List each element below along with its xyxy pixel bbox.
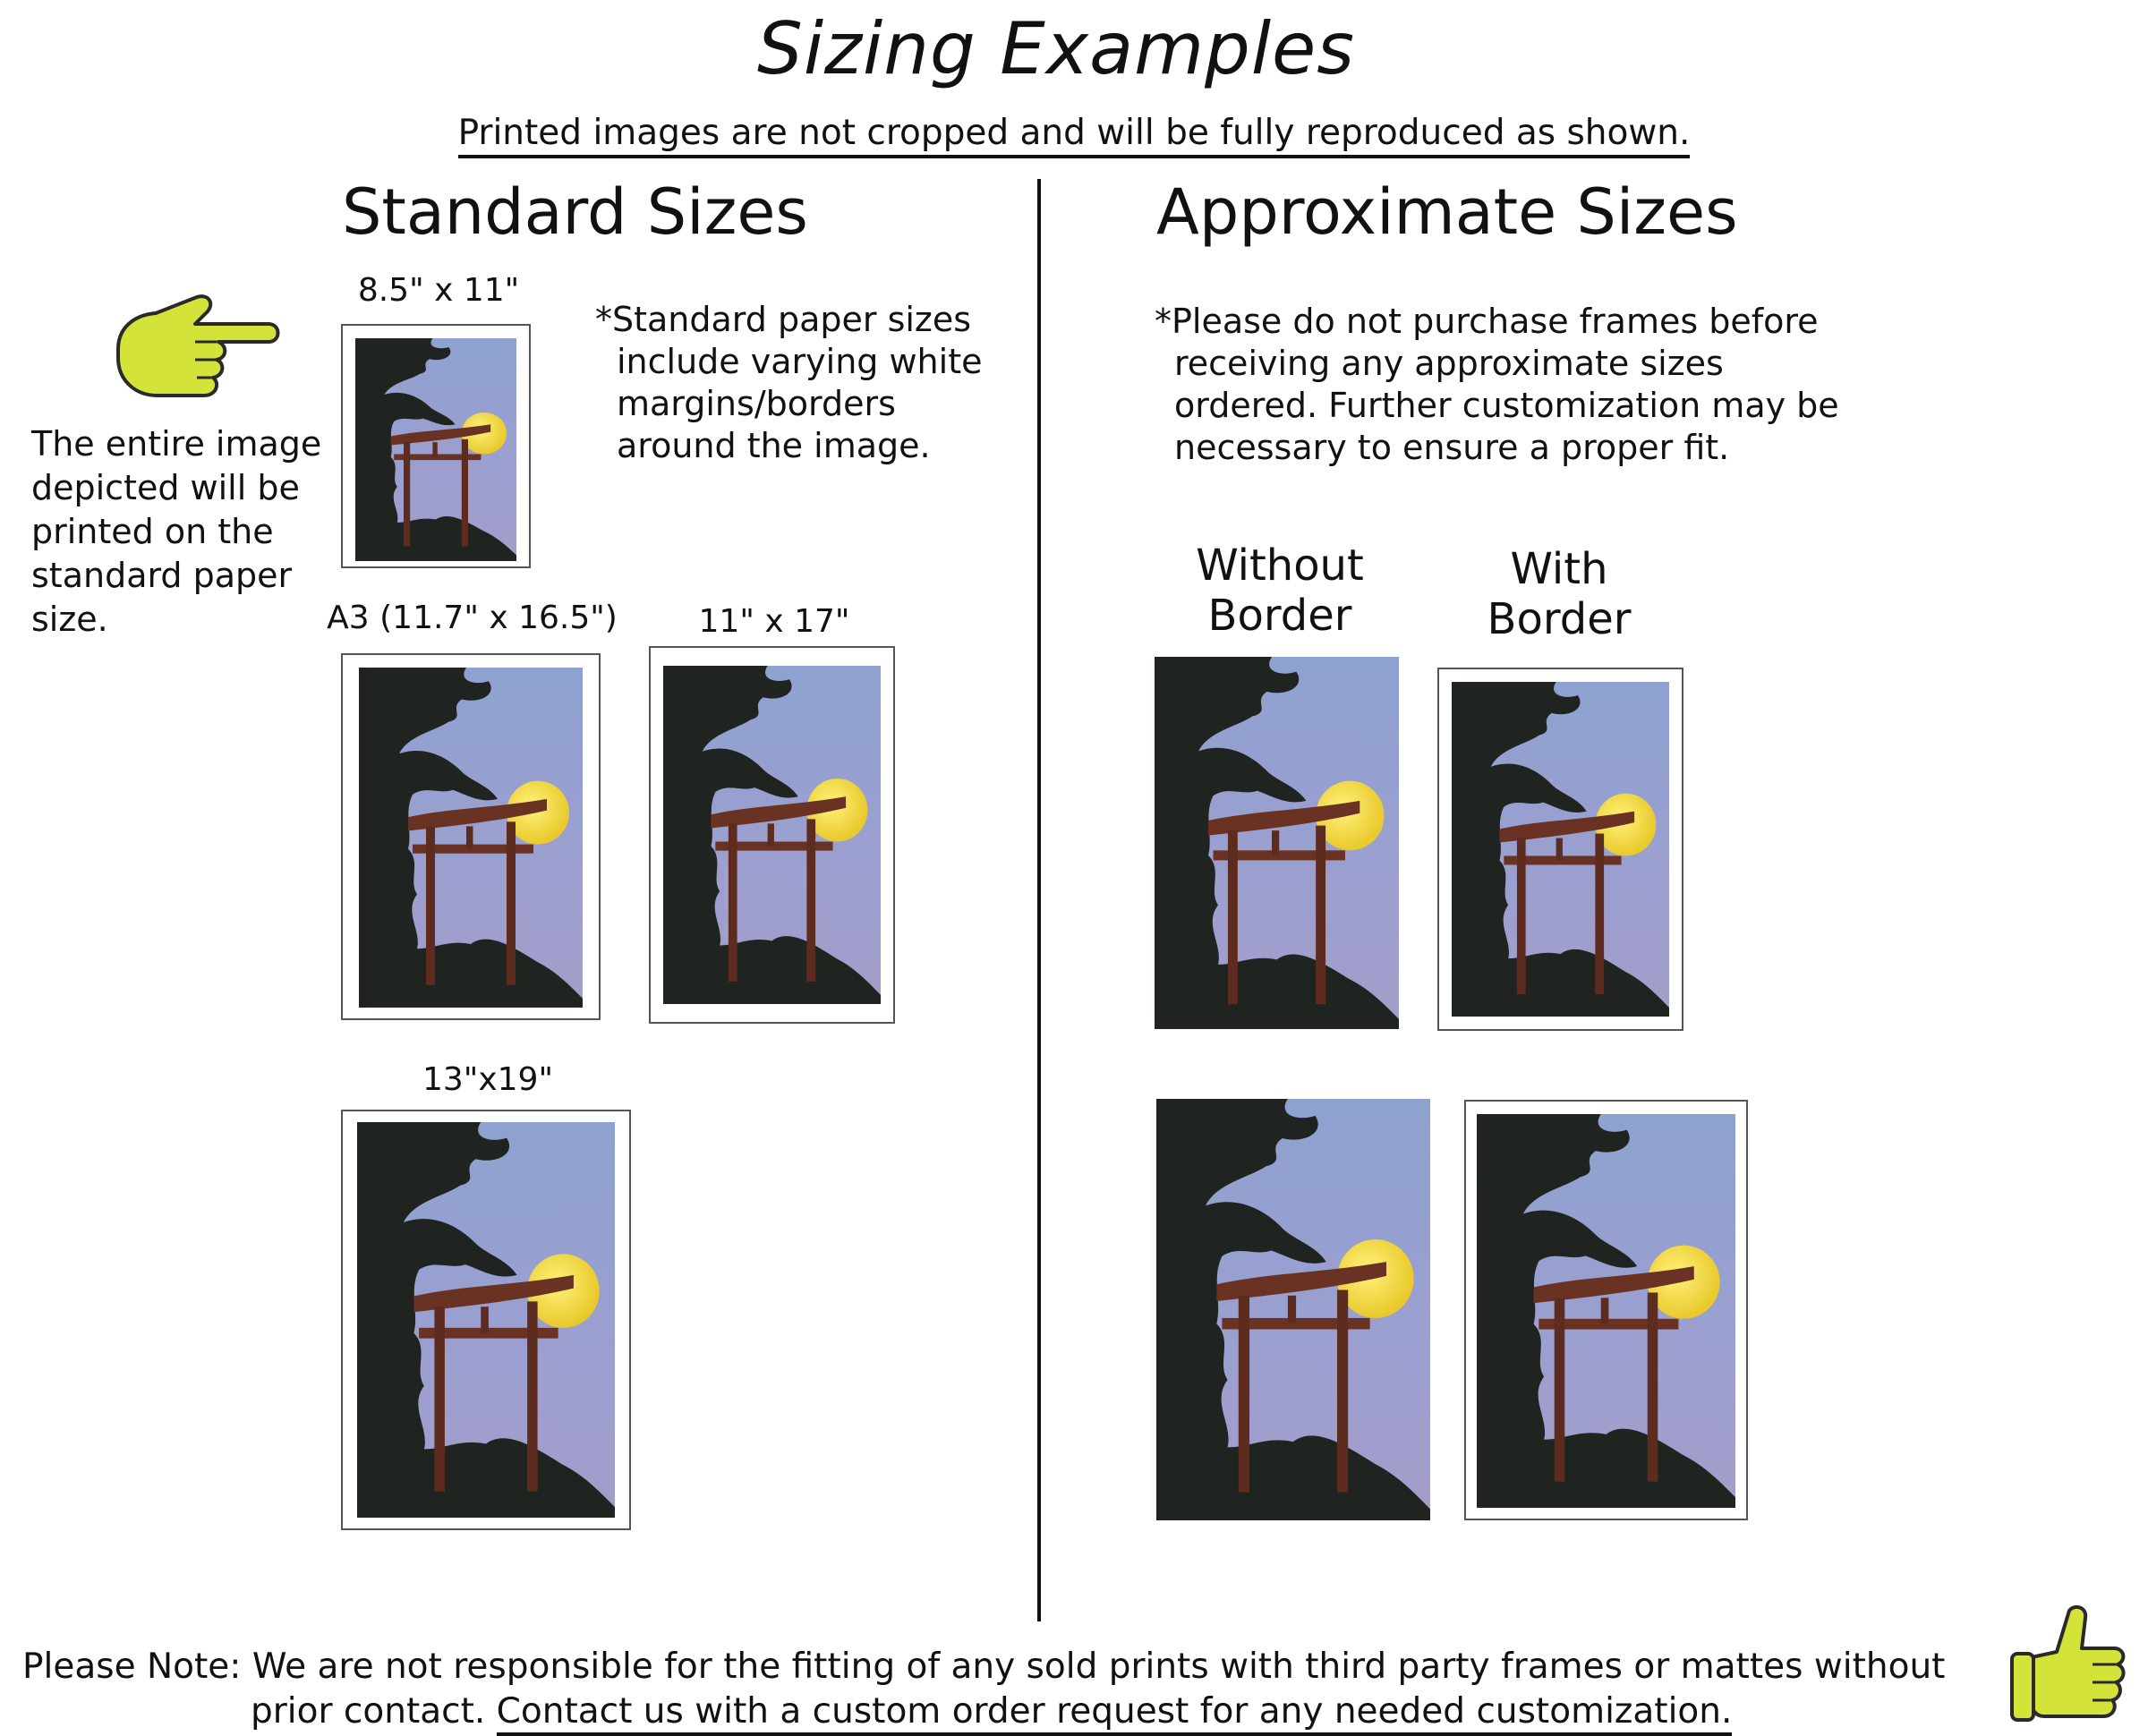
print-frame — [1464, 1100, 1748, 1520]
print-frame — [341, 324, 531, 568]
approximate-note-line: *Please do not purchase frames before — [1155, 302, 1819, 341]
approximate-sizes-heading: Approximate Sizes — [1156, 175, 1738, 249]
page-title: Sizing Examples — [757, 7, 1355, 90]
size-label-11x17: 11" x 17" — [698, 603, 850, 640]
side-note-line: standard paper — [31, 556, 293, 595]
column-divider — [1037, 179, 1041, 1621]
print-frame — [341, 653, 601, 1020]
standard-note-line: *Standard paper sizes — [595, 300, 972, 339]
footer-prefix: Please Note: — [22, 1647, 242, 1687]
size-label-8-5x11: 8.5" x 11" — [357, 272, 520, 309]
standard-note: *Standard paper sizes include varying wh… — [595, 299, 982, 467]
standard-note-line: include varying white — [617, 342, 983, 381]
standard-sizes-heading: Standard Sizes — [342, 175, 808, 249]
footer-line1: We are not responsible for the fitting o… — [251, 1647, 1946, 1687]
footer-note-line2: prior contact. Contact us with a custom … — [251, 1689, 1733, 1736]
print-artwork — [1477, 1114, 1735, 1508]
custom-order-link[interactable]: Contact us with a custom order request f… — [496, 1691, 1733, 1736]
print-artwork-no-border — [1155, 657, 1399, 1029]
pointing-hand-icon — [111, 286, 281, 412]
without-border-label: Without Border — [1172, 540, 1387, 641]
side-note-line: The entire image — [31, 424, 322, 464]
print-artwork — [357, 1122, 615, 1518]
without-border-label-line: Border — [1207, 591, 1352, 641]
approximate-note-line: ordered. Further customization may be — [1174, 386, 1839, 425]
with-border-label-line: Border — [1487, 594, 1632, 644]
with-border-label-line: With — [1510, 544, 1608, 594]
with-border-label: With Border — [1452, 544, 1666, 644]
approximate-note: *Please do not purchase frames before re… — [1155, 301, 1839, 469]
side-note-line: size. — [31, 600, 108, 639]
side-note: The entire image depicted will be printe… — [31, 422, 321, 642]
print-artwork — [663, 666, 881, 1004]
print-artwork — [359, 668, 583, 1008]
page-subtitle: Printed images are not cropped and will … — [0, 113, 2148, 158]
print-artwork — [1452, 682, 1669, 1017]
thumbs-up-icon — [2005, 1602, 2130, 1727]
footer-note: Please Note: We are not responsible for … — [22, 1645, 1945, 1689]
standard-note-line: around the image. — [617, 426, 931, 465]
approximate-note-line: receiving any approximate sizes — [1174, 344, 1724, 383]
print-frame — [1437, 668, 1683, 1031]
without-border-label-line: Without — [1196, 540, 1364, 591]
print-frame — [341, 1110, 631, 1530]
approximate-note-line: necessary to ensure a proper fit. — [1174, 428, 1730, 467]
subtitle-text: Printed images are not cropped and will … — [457, 113, 1691, 158]
print-artwork — [355, 338, 516, 561]
footer-line2-text: prior contact. — [251, 1691, 486, 1732]
standard-note-line: margins/borders — [617, 384, 896, 423]
side-note-line: depicted will be — [31, 468, 300, 507]
size-label-a3: A3 (11.7" x 16.5") — [327, 600, 618, 636]
print-artwork-no-border — [1156, 1099, 1430, 1520]
print-frame — [649, 646, 895, 1024]
size-label-13x19: 13"x19" — [422, 1061, 554, 1098]
side-note-line: printed on the — [31, 512, 274, 551]
